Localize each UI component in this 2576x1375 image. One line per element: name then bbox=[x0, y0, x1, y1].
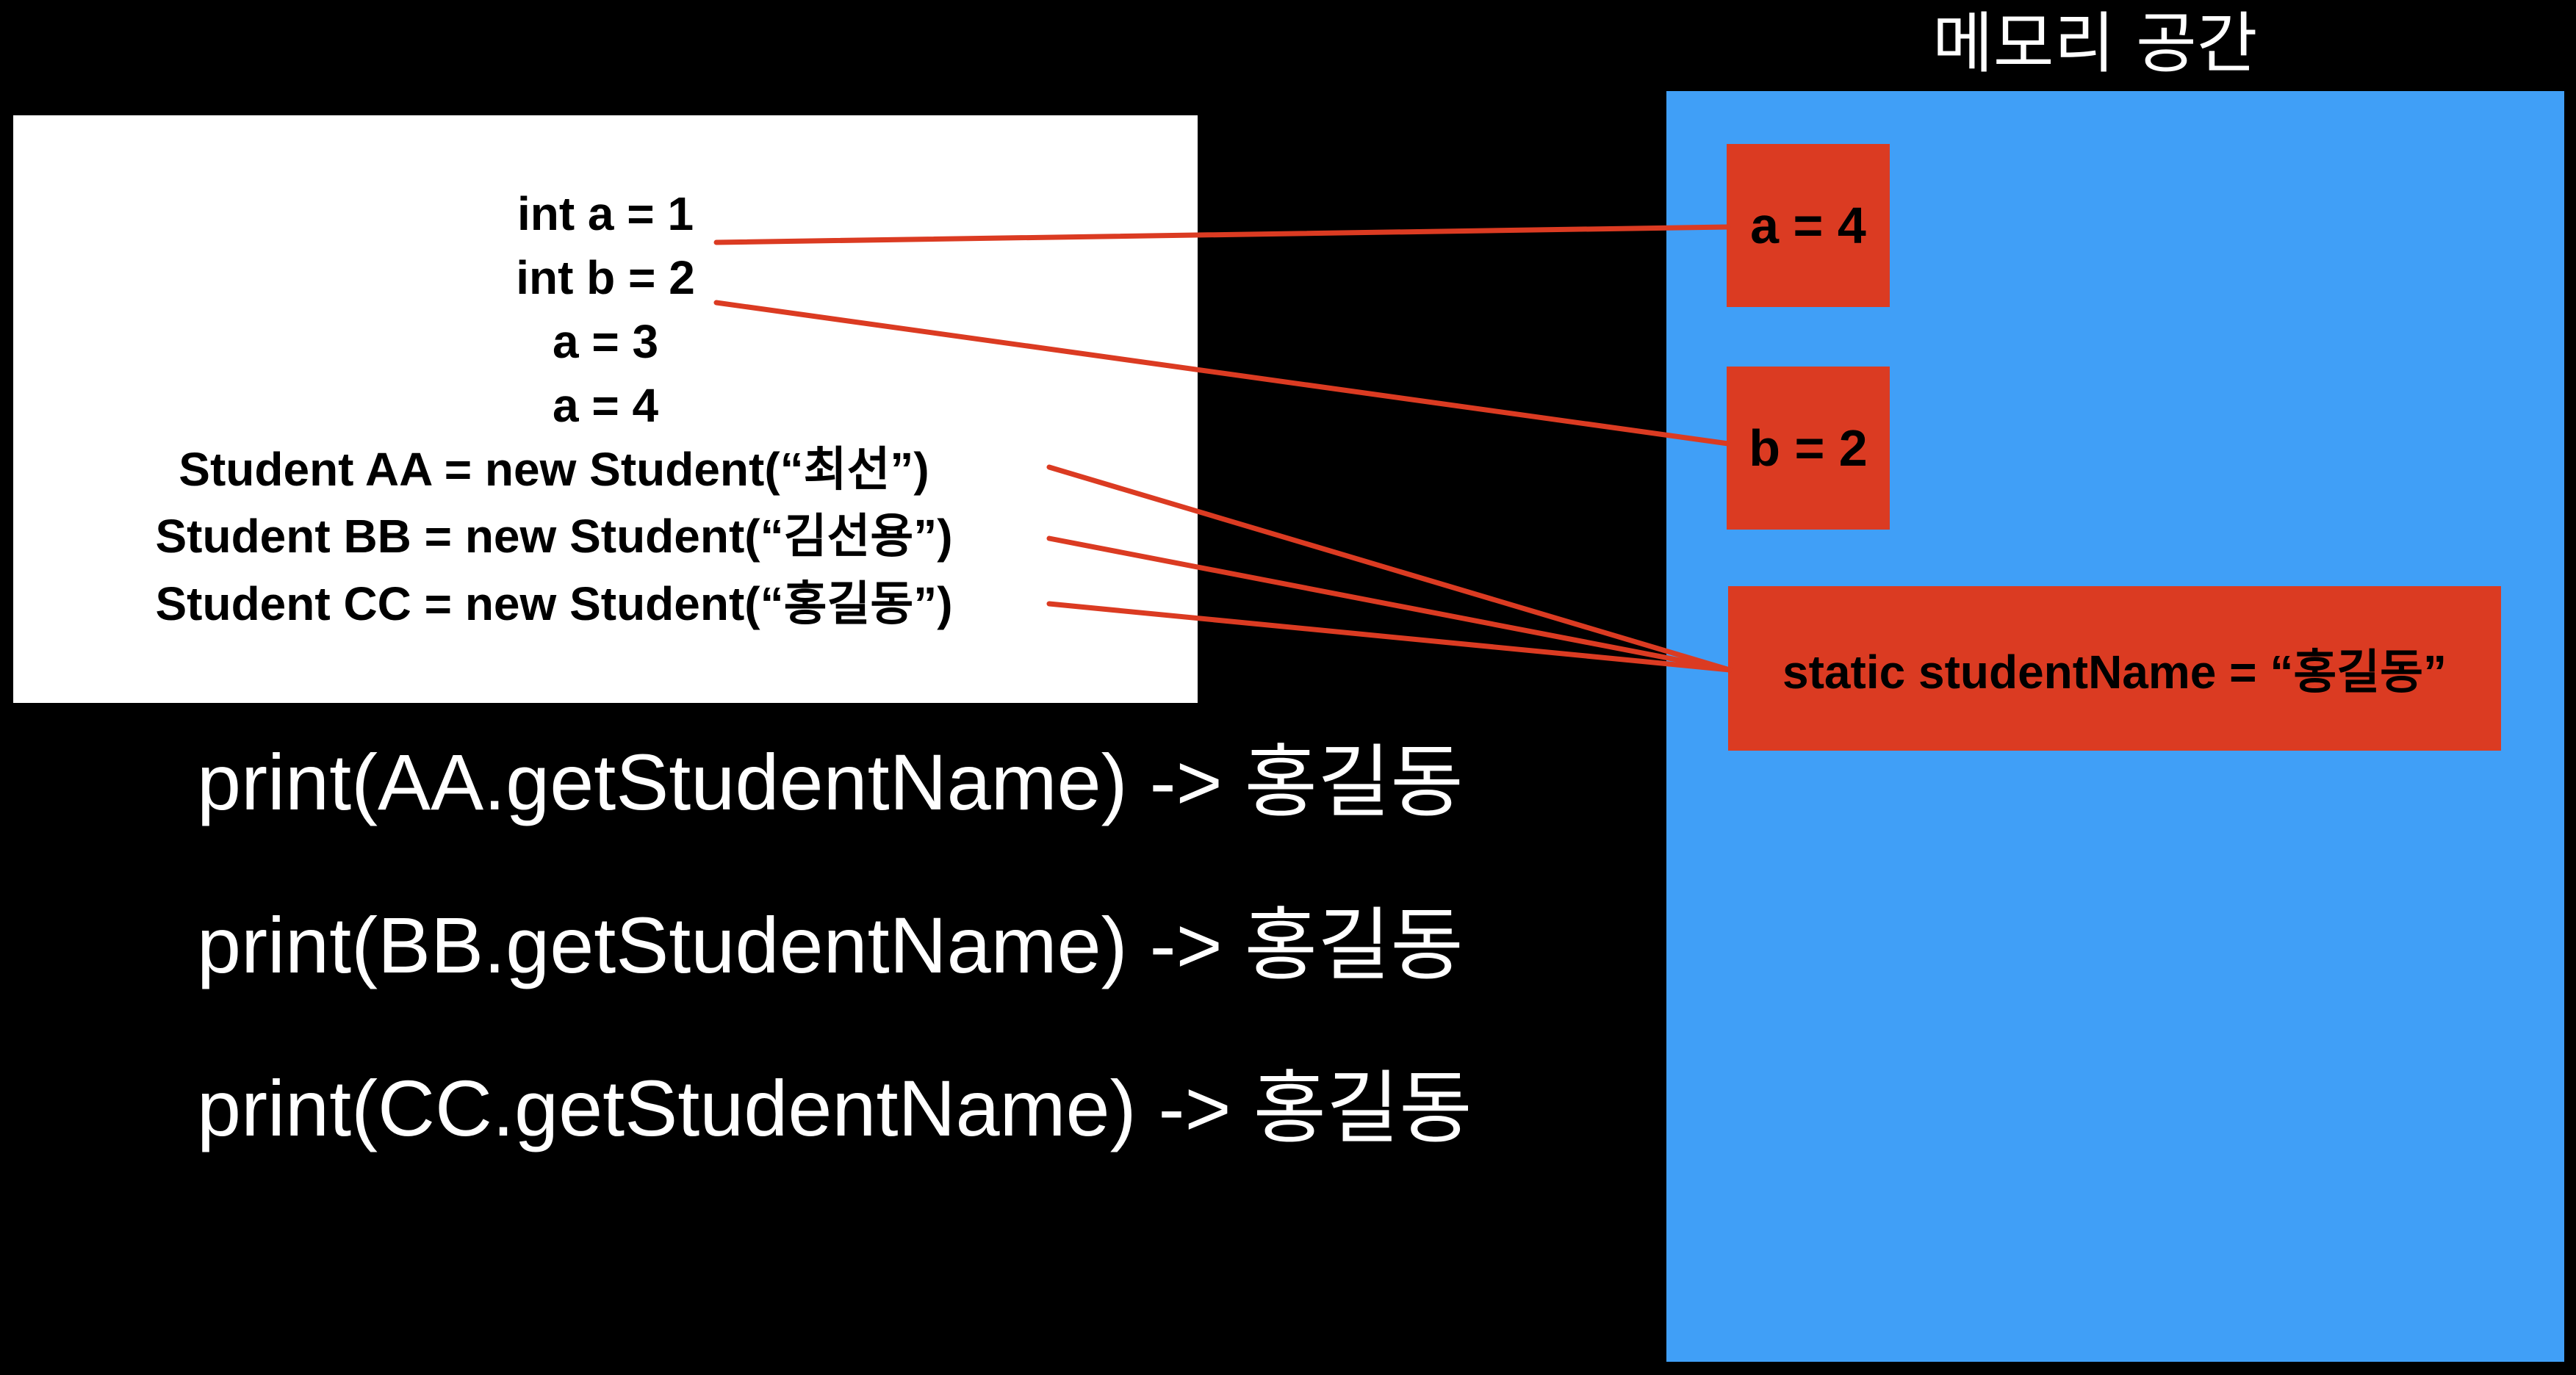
code-line-a-3: a = 3 bbox=[552, 315, 659, 368]
output-line-cc: print(CC.getStudentName) -> 홍길동 bbox=[197, 1064, 1472, 1152]
code-line-student-cc: Student CC = new Student(“홍길동”) bbox=[155, 577, 953, 630]
code-line-a-4: a = 4 bbox=[552, 379, 659, 432]
code-line-int-b: int b = 2 bbox=[516, 251, 695, 304]
memory-cell-a: a = 4 bbox=[1727, 144, 1890, 307]
memory-cell-static-student-name: static studentName = “홍길동” bbox=[1728, 586, 2501, 751]
output-line-aa: print(AA.getStudentName) -> 홍길동 bbox=[197, 737, 1464, 826]
code-line-student-bb: Student BB = new Student(“김선용”) bbox=[155, 510, 953, 563]
code-box: int a = 1 int b = 2 a = 3 a = 4 Student … bbox=[13, 115, 1198, 703]
code-line-int-a: int a = 1 bbox=[517, 187, 694, 240]
output-line-bb: print(BB.getStudentName) -> 홍길동 bbox=[197, 901, 1464, 989]
code-line-student-aa: Student AA = new Student(“최선”) bbox=[179, 443, 929, 496]
memory-cell-b: b = 2 bbox=[1727, 367, 1890, 530]
memory-title: 메모리 공간 bbox=[1932, 5, 2258, 82]
